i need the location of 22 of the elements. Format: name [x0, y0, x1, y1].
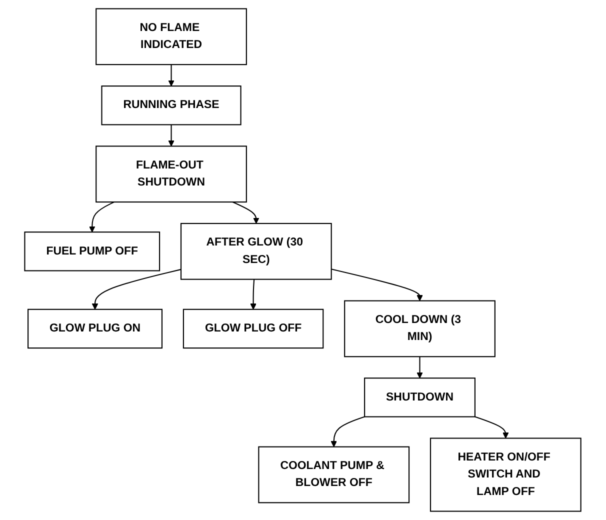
node-box [364, 378, 476, 418]
node-box [258, 446, 410, 504]
arrow [232, 202, 260, 224]
flowchart: NO FLAME INDICATED RUNNING PHASE FLAME-OUT SHUTDOWN FUEL PUMP OFF GLOW PLUG ON AFTER GLOW (30 SEC) GLOW PLUG OFF COOL DOWN (3 MIN) COOLANT PUMP & BLOWER OFF SHUTDOWN HEATER ON/OFF SWITCH AND LAMP OFF [19, 3, 587, 517]
arrow [168, 124, 175, 146]
node-box [24, 232, 160, 272]
arrow [89, 202, 115, 232]
arrow [475, 416, 510, 439]
arrow [416, 356, 424, 378]
arrow [168, 64, 175, 86]
node-box [28, 308, 163, 349]
node-box [101, 86, 242, 126]
arrow [92, 268, 182, 310]
node-box [180, 222, 332, 280]
node-box [183, 308, 324, 349]
node-box [96, 8, 248, 66]
node-box [344, 300, 496, 358]
node-box [96, 146, 248, 203]
arrow [330, 416, 365, 448]
arrow [331, 268, 424, 302]
arrow [250, 279, 257, 310]
node-box [430, 438, 582, 512]
